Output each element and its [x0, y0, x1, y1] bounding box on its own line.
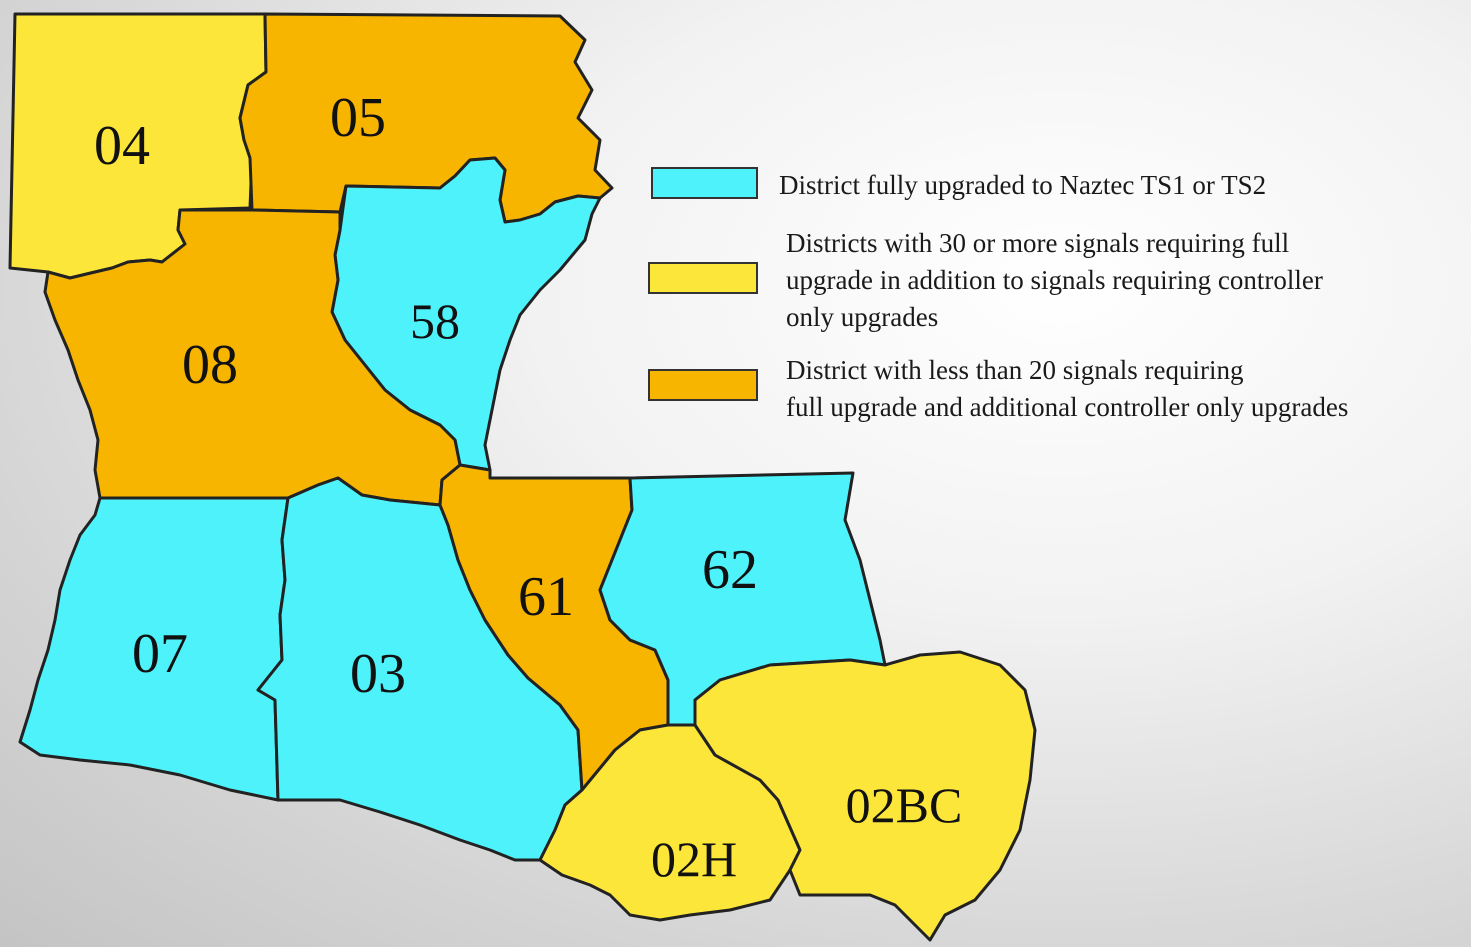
district-label-05: 05	[330, 87, 386, 149]
district-label-61: 61	[518, 566, 574, 628]
district-label-04: 04	[94, 115, 150, 177]
legend-line: District with less than 20 signals requi…	[786, 355, 1244, 385]
legend-text-fully-upgraded: District fully upgraded to Naztec TS1 or…	[779, 167, 1266, 204]
legend-swatch-fully-upgraded	[651, 167, 758, 199]
legend-line: upgrade in addition to signals requiring…	[786, 265, 1323, 295]
district-label-02bc: 02BC	[846, 777, 963, 833]
legend-text-less-than-twenty: District with less than 20 signals requi…	[786, 352, 1348, 426]
district-label-62: 62	[702, 539, 758, 601]
legend-line: only upgrades	[786, 302, 939, 332]
legend-swatch-thirty-or-more	[648, 262, 758, 294]
legend-line: District fully upgraded to Naztec TS1 or…	[779, 170, 1267, 200]
legend-line: Districts with 30 or more signals requir…	[786, 228, 1290, 258]
district-label-07: 07	[132, 623, 188, 685]
district-label-08: 08	[182, 334, 238, 396]
district-label-58: 58	[410, 293, 460, 349]
legend-text-thirty-or-more: Districts with 30 or more signals requir…	[786, 225, 1323, 336]
legend-line: full upgrade and additional controller o…	[786, 392, 1349, 422]
district-label-02h: 02H	[651, 831, 737, 887]
district-label-03: 03	[350, 643, 406, 705]
district-02bc-region[interactable]	[693, 650, 1037, 942]
legend-swatch-less-than-twenty	[648, 369, 758, 401]
